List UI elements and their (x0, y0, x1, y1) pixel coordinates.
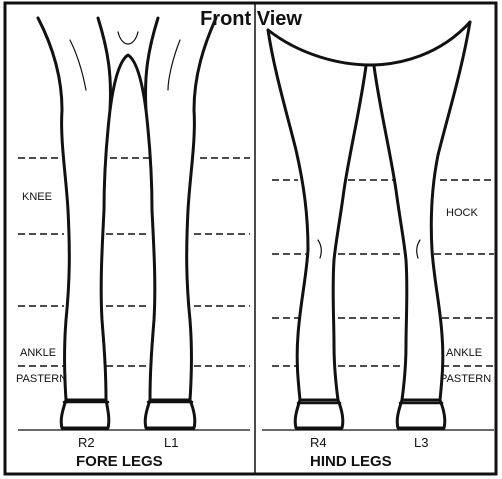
hind-hock-label: HOCK (446, 208, 478, 219)
fore-leg-l1 (146, 18, 217, 400)
hind-legs-caption: HIND LEGS (310, 454, 392, 470)
hind-hock-detail-l3 (417, 240, 420, 258)
leg-id-l3: L3 (414, 436, 428, 450)
fore-shoulder-line-l1 (168, 40, 180, 90)
leg-id-l1: L1 (164, 436, 178, 450)
fore-shoulder-line-r2 (70, 40, 86, 90)
fore-chest-detail (118, 32, 138, 44)
hind-pastern-label: PASTERN (440, 374, 491, 385)
fore-hoof-l1 (145, 400, 195, 428)
fore-knee-label: KNEE (22, 192, 52, 203)
fore-ankle-label: ANKLE (20, 348, 56, 359)
diagram-title: Front View (0, 8, 502, 30)
leg-id-r2: R2 (78, 436, 95, 450)
hind-ankle-label: ANKLE (446, 348, 482, 359)
fore-legs-caption: FORE LEGS (76, 454, 163, 470)
hind-hock-detail-r4 (318, 240, 321, 258)
fore-leg-r2 (38, 18, 111, 400)
fore-hoof-r2 (61, 400, 109, 428)
fore-pastern-label: PASTERN (16, 374, 67, 385)
leg-id-r4: R4 (310, 436, 327, 450)
hind-leg-r4 (268, 30, 366, 400)
fore-chest (110, 55, 146, 110)
